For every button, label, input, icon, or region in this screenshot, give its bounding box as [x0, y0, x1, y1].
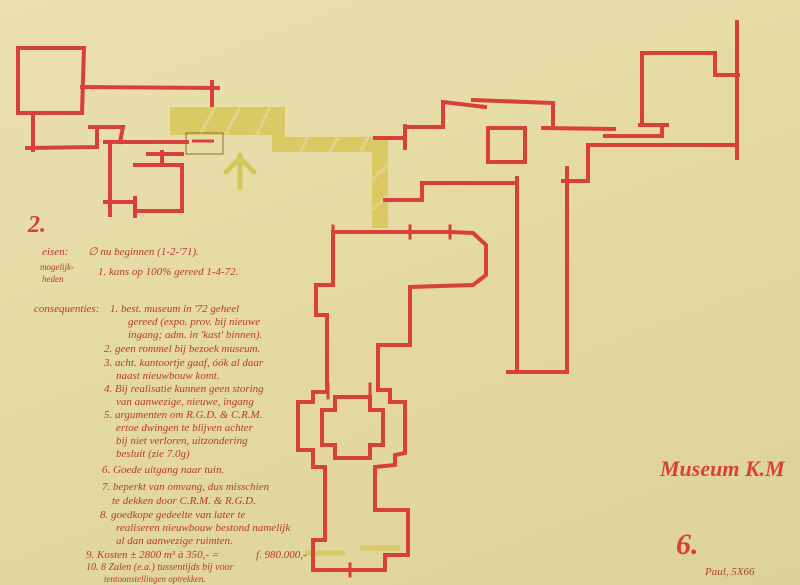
- consequence-line: bij niet verloren, uitzondering: [116, 435, 248, 447]
- consequence-line: al dan aanwezige ruimten.: [116, 535, 233, 547]
- entrance-arrow-icon: [223, 152, 257, 191]
- mogelijkheden-label-2: heden: [42, 274, 64, 284]
- consequence-line: 8. goedkope gedeelte van later te: [100, 509, 246, 521]
- consequence-line: 4. Bij realisatie kunnen geen storing: [104, 383, 264, 395]
- consequence-line: ingang; adm. in 'kast' binnen).: [128, 329, 263, 341]
- eisen-text: ∅ nu beginnen (1-2-'71).: [88, 246, 199, 258]
- yellow-hatching: [198, 106, 390, 212]
- consequenties-label: consequenties:: [34, 303, 100, 315]
- project-title: Museum K.M: [660, 456, 785, 481]
- cost-total: f. 980.000,-: [256, 549, 307, 561]
- yellow-hatched-connection: [170, 107, 388, 228]
- red-walls: [16, 20, 740, 578]
- consequence-line: 6. Goede uitgang naar tuin.: [102, 464, 225, 476]
- consequence-line: 2. geen rommel bij bezoek museum.: [104, 343, 261, 355]
- consequence-line: ertoe dwingen te blijven achter: [116, 422, 253, 434]
- consequence-line: 1. best. museum in '72 geheel: [110, 303, 240, 315]
- section-number: 2.: [28, 212, 46, 238]
- label-box: [185, 132, 224, 155]
- sheet-number: 6.: [676, 528, 699, 561]
- consequence-line: 5. argumenten om R.G.D. & C.R.M.: [104, 409, 263, 421]
- consequence-line: tentoonstellingen optrekken.: [104, 574, 206, 584]
- consequence-line: 10. 8 Zalen (e.a.) tussentijds bij voor: [86, 562, 234, 573]
- consequence-line: besluit (zie 7.0g): [116, 448, 190, 460]
- mogelijkheden-text: 1. kans op 100% gereed 1-4-72.: [98, 266, 239, 278]
- consequence-line: 3. acht. kantoortje gaaf, óók al daar: [104, 357, 264, 369]
- signature: Paul, 5X66: [705, 566, 755, 578]
- eisen-label: eisen:: [42, 246, 69, 258]
- consequence-line: realiseren nieuwbouw bestond namelijk: [116, 522, 291, 534]
- consequence-line: 7. beperkt van omvang, dus misschien: [102, 481, 270, 493]
- yellow-marks-bottom: [305, 545, 400, 556]
- consequence-line: van aanwezige, nieuwe, ingang: [116, 396, 254, 408]
- consequence-line: gereed (expo. prov. bij nieuwe: [128, 316, 261, 328]
- consequence-line: naast nieuwbouw komt.: [116, 370, 220, 382]
- consequence-line: 9. Kosten ± 2800 m³ à 350,- =: [86, 549, 220, 561]
- mogelijkheden-label-1: mogelijk-: [40, 262, 74, 272]
- consequence-line: te dekken door C.R.M. & R.G.D.: [112, 495, 256, 507]
